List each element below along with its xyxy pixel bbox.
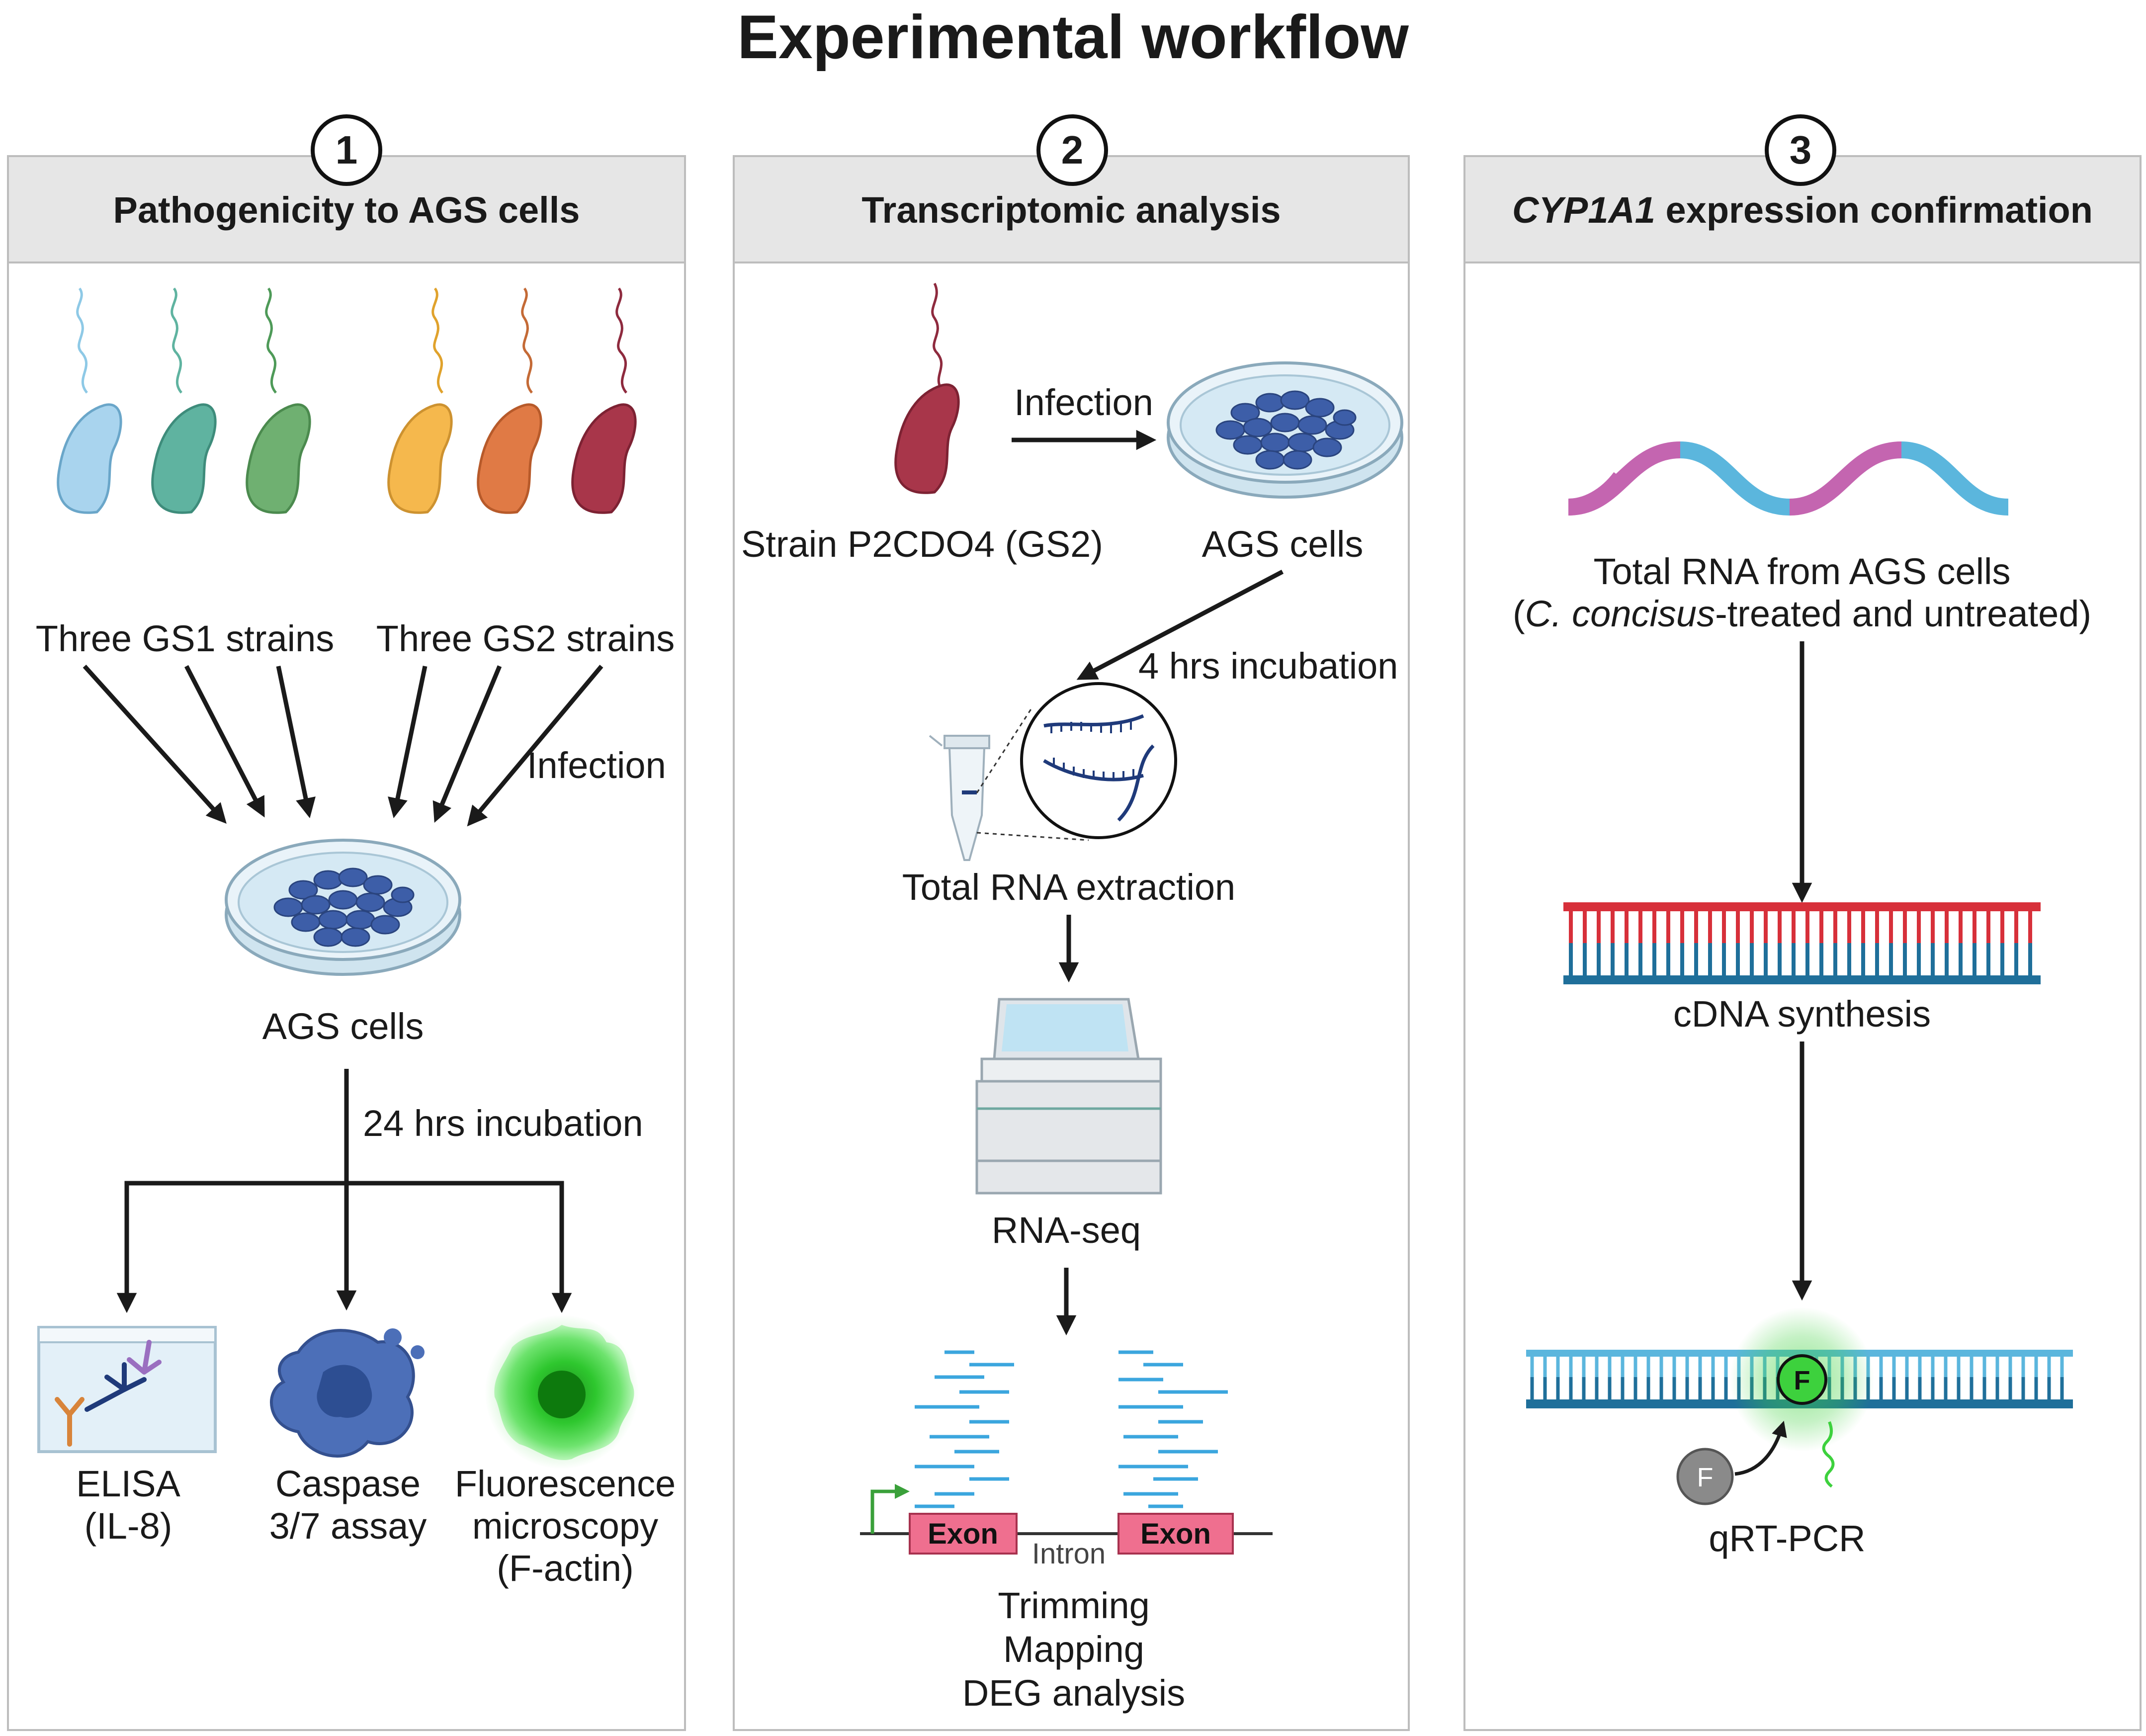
p2-cells-label: AGS cells bbox=[1202, 523, 1364, 565]
cdna-label: cDNA synthesis bbox=[1673, 993, 1931, 1035]
incubation-branch bbox=[116, 1069, 572, 1313]
sequence-reads bbox=[915, 1350, 1228, 1508]
strain-bacterium-icon bbox=[894, 282, 960, 494]
p2-incubation-arrow bbox=[1076, 570, 1284, 680]
p1-petri-dish-icon bbox=[226, 840, 460, 974]
treatment-label: (C. concisus-treated and untreated) bbox=[1513, 593, 2091, 634]
qpcr-label: qRT-PCR bbox=[1709, 1518, 1865, 1559]
rna-zoom-icon bbox=[1020, 682, 1177, 839]
gs2-label: Three GS2 strains bbox=[376, 618, 675, 659]
total-rna-label: Total RNA from AGS cells bbox=[1594, 551, 2011, 592]
intron-label: Intron bbox=[1032, 1538, 1106, 1570]
deg-analysis-label: DEG analysis bbox=[962, 1672, 1185, 1714]
emission-wave-icon bbox=[1822, 1421, 1835, 1488]
exon-label-1: Exon bbox=[928, 1518, 998, 1550]
caspase-cell-icon bbox=[270, 1328, 425, 1458]
p2-petri-dish-icon bbox=[1168, 363, 1402, 497]
promoter-arrow-icon bbox=[870, 1489, 897, 1534]
gene-name: CYP1A1 bbox=[1512, 189, 1655, 231]
step-2-badge: 2 bbox=[1036, 114, 1108, 186]
caspase-sub-label: 3/7 assay bbox=[269, 1505, 427, 1547]
sequencer-icon bbox=[975, 998, 1162, 1195]
heading-rest: expression confirmation bbox=[1655, 189, 2093, 231]
fluor-label: Fluorescence bbox=[455, 1463, 676, 1504]
elisa-well-icon bbox=[37, 1326, 217, 1453]
p1-cells-label: AGS cells bbox=[262, 1006, 424, 1047]
step-3-badge: 3 bbox=[1765, 114, 1836, 186]
fluorophore-quenched-letter: F bbox=[1697, 1463, 1714, 1492]
gs2-bacteria-icon bbox=[387, 287, 637, 514]
gs1-bacteria-icon bbox=[57, 287, 311, 514]
fluorescent-cell-icon bbox=[485, 1315, 639, 1469]
zoom-lines bbox=[976, 708, 1089, 841]
fluor-sub-label-2: (F-actin) bbox=[497, 1548, 633, 1589]
infection-arrows bbox=[83, 664, 603, 827]
strain-label: Strain P2CDO4 (GS2) bbox=[741, 523, 1103, 565]
fluorophore-active-icon bbox=[1777, 1354, 1827, 1405]
exon-box-2 bbox=[1117, 1513, 1234, 1555]
p2-infection-label: Infection bbox=[1014, 382, 1153, 423]
panel-heading: CYP1A1 expression confirmation bbox=[1465, 157, 2140, 263]
treatment-rest: -treated and untreated) bbox=[1715, 593, 2091, 634]
seq-label: RNA-seq bbox=[992, 1210, 1141, 1251]
gs1-label: Three GS1 strains bbox=[36, 618, 334, 659]
extraction-label: Total RNA extraction bbox=[902, 867, 1235, 908]
cdna-ladder-icon bbox=[1563, 902, 2041, 984]
exon-box-1 bbox=[909, 1513, 1018, 1555]
p2-incubation-label: 4 hrs incubation bbox=[1138, 645, 1398, 687]
panel-heading: Transcriptomic analysis bbox=[735, 157, 1408, 263]
release-arrow bbox=[1734, 1420, 1787, 1476]
rna-tube-icon bbox=[929, 735, 990, 861]
p1-infection-label: Infection bbox=[527, 745, 666, 786]
mapping-label: Mapping bbox=[1003, 1629, 1144, 1670]
fluor-sub-label-1: microscopy bbox=[472, 1505, 658, 1547]
promoter-arrowhead-icon bbox=[895, 1484, 910, 1499]
fluorophore-active-letter: F bbox=[1794, 1366, 1810, 1395]
elisa-sub-label: (IL-8) bbox=[85, 1505, 172, 1547]
figure-title: Experimental workflow bbox=[737, 3, 1409, 72]
species-name: C. concisus bbox=[1525, 593, 1715, 634]
caspase-label: Caspase bbox=[275, 1463, 421, 1504]
p1-incubation-label: 24 hrs incubation bbox=[363, 1103, 643, 1144]
fluorophore-quenched-icon bbox=[1676, 1448, 1734, 1505]
rna-wave-icon bbox=[1568, 441, 2009, 516]
paren-open: ( bbox=[1513, 593, 1525, 634]
elisa-label: ELISA bbox=[76, 1463, 180, 1504]
step-1-badge: 1 bbox=[311, 114, 382, 186]
trimming-label: Trimming bbox=[998, 1585, 1150, 1626]
exon-label-2: Exon bbox=[1140, 1518, 1211, 1550]
